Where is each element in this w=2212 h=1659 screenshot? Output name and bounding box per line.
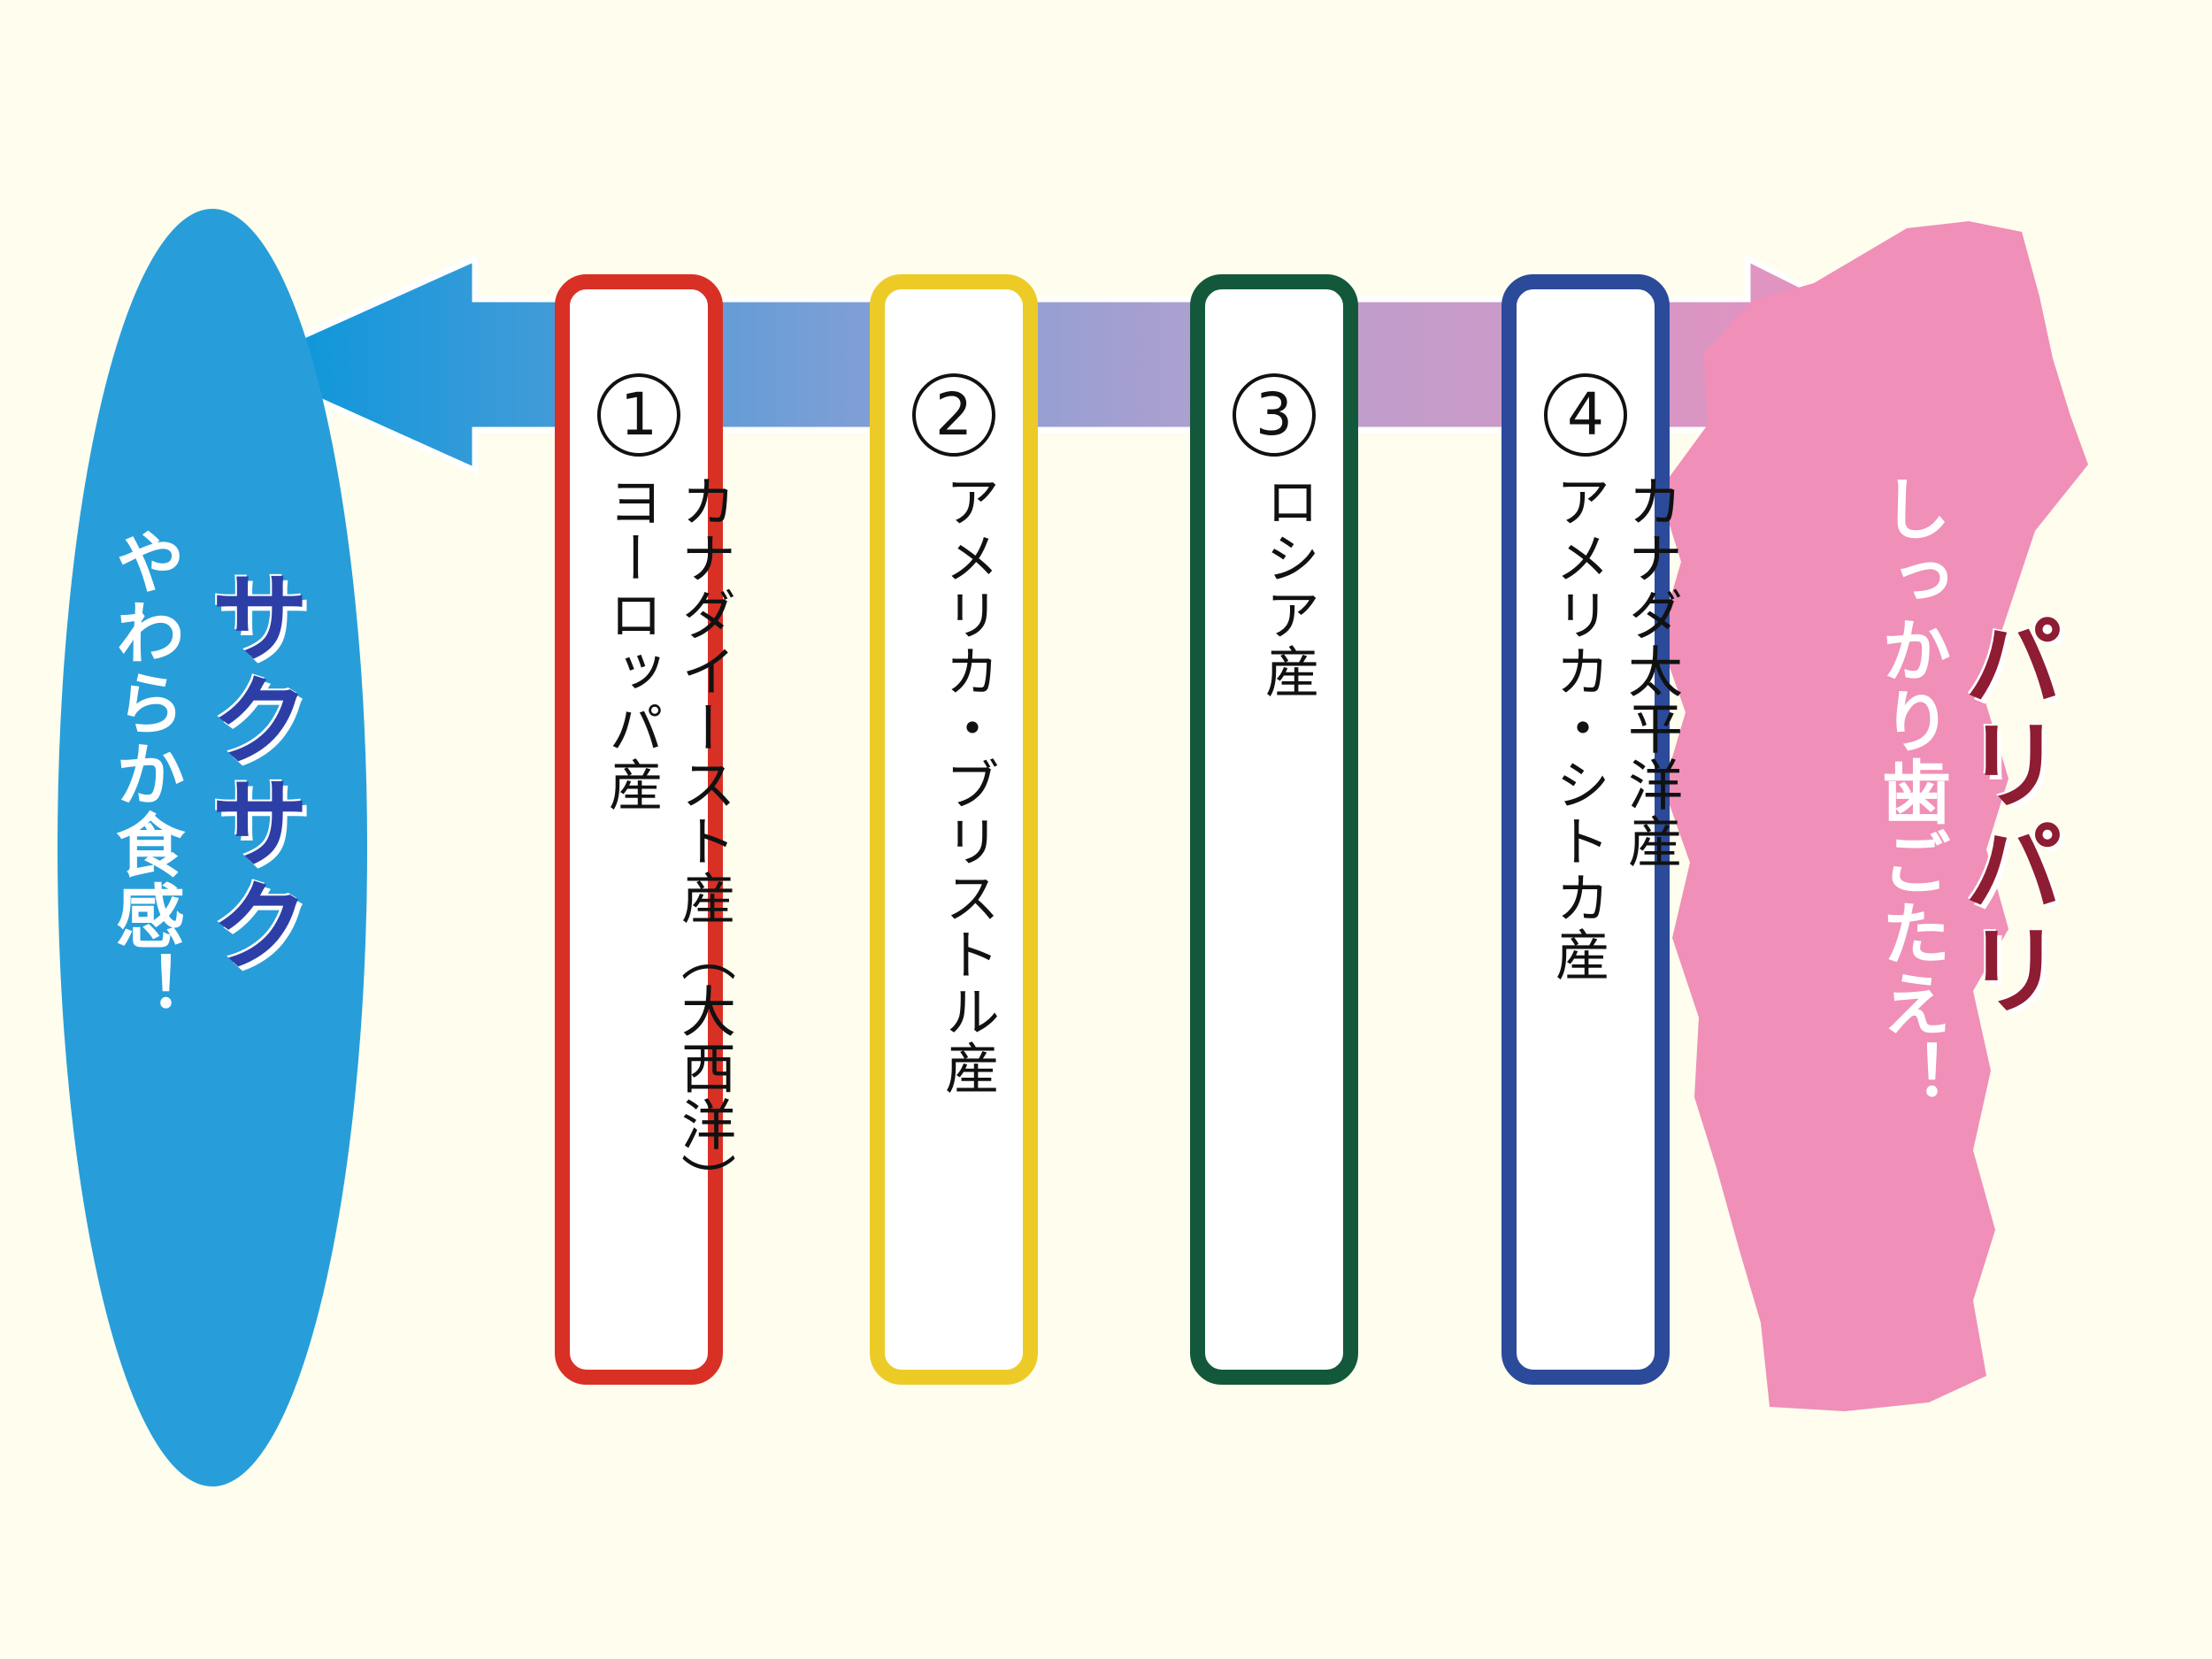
origin-text: カナダイースト産（大西洋） ヨーロッパ産	[599, 473, 736, 1210]
soft-texture-ellipse	[58, 209, 367, 1486]
origin-line: ヨーロッパ産	[599, 473, 664, 813]
origin-line: カナダ太平洋産	[1618, 473, 1683, 870]
origin-number-badge: 1	[597, 373, 680, 457]
origin-text: カナダ太平洋産 アメリカ・シトカ産	[1546, 473, 1683, 983]
soft-texture-subtitle: やわらか食感！	[104, 526, 184, 1022]
origin-box-1: 1 カナダイースト産（大西洋） ヨーロッパ産	[555, 274, 736, 1385]
origin-number-badge: 4	[1544, 373, 1627, 457]
crisp-texture-subtitle: しっかり歯ごたえ！	[1870, 473, 1950, 1110]
origin-box-2: 2 アメリカ・ブリストル産	[870, 274, 1038, 1385]
origin-line: カナダイースト産（大西洋）	[672, 473, 736, 1210]
origin-line: アメリカ・シトカ産	[1546, 473, 1610, 983]
origin-text: ロシア産	[1256, 473, 1320, 700]
origin-line: アメリカ・ブリストル産	[935, 473, 1000, 1096]
crisp-texture-jagged-shape	[1659, 221, 2088, 1411]
crisp-texture-title: パリパリ	[1947, 611, 2062, 1021]
origin-box-4: 4 カナダ太平洋産 アメリカ・シトカ産	[1502, 274, 1683, 1385]
soft-texture-title: サクサク	[194, 566, 309, 977]
origin-box-3: 3 ロシア産	[1190, 274, 1358, 1385]
origin-line: ロシア産	[1256, 473, 1320, 700]
origin-number-badge: 3	[1233, 373, 1316, 457]
origin-text: アメリカ・ブリストル産	[935, 473, 1000, 1096]
origin-number-badge: 2	[912, 373, 995, 457]
